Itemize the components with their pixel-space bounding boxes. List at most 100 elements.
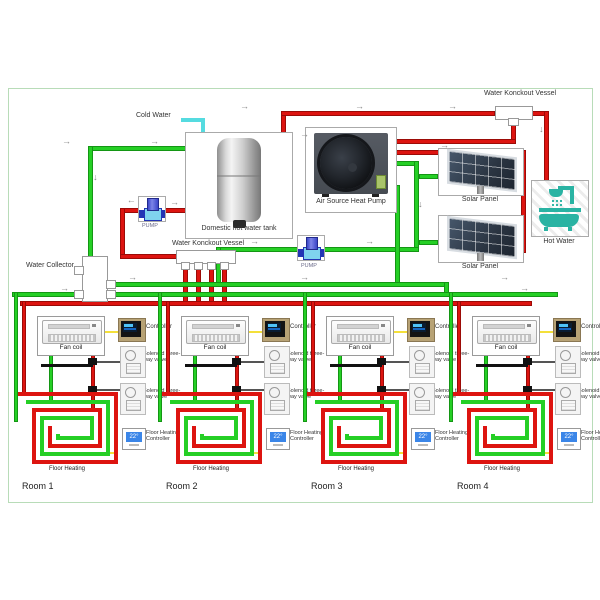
pipe-segment: [380, 354, 384, 412]
room-module: Fan coil Controller Solenoid three-way v…: [8, 0, 180, 502]
heat-pump-foot: [372, 194, 379, 197]
room-name-label: Room 3: [311, 481, 343, 491]
pipe-segment: [449, 292, 453, 422]
floor-heating-controller-label: Floor Heating Controller: [146, 430, 180, 442]
fan-coil-grille: [192, 334, 240, 342]
shower-drops-icon: [551, 199, 563, 207]
controller-screen: [267, 323, 281, 332]
pipe-segment: [247, 331, 262, 333]
controller-screen: [123, 323, 137, 332]
tub-foot: [568, 227, 572, 231]
fan-coil-vent: [483, 324, 525, 329]
fan-coil-unit: Fan coil: [472, 316, 540, 356]
fan-coil-vent: [48, 324, 90, 329]
pipe-segment: [544, 111, 549, 182]
controller-device: [553, 318, 581, 342]
solenoid-valve-image: [264, 346, 290, 378]
manifold-stub: [181, 262, 190, 270]
flow-arrow-icon: →: [127, 198, 136, 208]
shower-pipe-icon: [570, 186, 574, 204]
pipe-segment: [414, 161, 419, 251]
pipe-segment: [484, 354, 488, 404]
solenoid-valve-label: Solenoid three-way valve: [578, 351, 600, 363]
floor-heating-controller-label: Floor Heating Controller: [290, 430, 324, 442]
hot-water-label: Hot Water: [543, 238, 575, 245]
solar-panel-label: Solar Panel: [461, 196, 499, 203]
pipe-segment: [377, 386, 386, 393]
pipe-segment: [530, 361, 555, 363]
floor-heating-controller: 22°: [122, 428, 146, 450]
floor-heating-controller: 22°: [557, 428, 581, 450]
pipe-segment: [395, 139, 516, 144]
pipe-segment: [444, 282, 449, 296]
pipe-segment: [377, 358, 386, 365]
pipe-segment: [239, 389, 264, 391]
hot-water-fixture: [531, 180, 589, 237]
pipe-segment: [120, 254, 178, 259]
flow-arrow-icon: →: [170, 197, 179, 207]
solenoid-valve-label: Solenoid three-way valve: [578, 388, 600, 400]
tank-cylinder: [217, 138, 261, 222]
fan-coil-unit: Fan coil: [326, 316, 394, 356]
fan-coil-display: [527, 324, 531, 327]
floor-heating-label: Floor Heating: [48, 466, 86, 472]
fan-coil-display: [92, 324, 96, 327]
pipe-segment: [281, 111, 495, 116]
flow-arrow-icon: →: [440, 140, 449, 150]
pipe-segment: [248, 452, 262, 454]
pipe-segment: [104, 452, 118, 454]
pump-icon: [138, 196, 166, 222]
pump-flange: [160, 210, 165, 218]
collector-stub: [106, 290, 116, 299]
pipe-segment: [523, 386, 532, 393]
pipe-segment: [531, 111, 549, 116]
solenoid-valve-image: [264, 383, 290, 415]
room-module: Fan coil Controller Solenoid three-way v…: [152, 0, 324, 502]
pipe-segment: [419, 174, 438, 179]
thermostat-screen: 22°: [270, 432, 286, 442]
pump-flange: [139, 210, 144, 218]
pipe-segment: [419, 240, 438, 245]
controller-face: [410, 321, 430, 337]
pipe-segment: [181, 118, 205, 122]
water-collector: [82, 256, 108, 302]
collector-stub: [106, 280, 116, 289]
room-module: Fan coil Controller Solenoid three-way v…: [443, 0, 600, 502]
pipe-segment: [14, 292, 18, 422]
fan-coil-grille: [483, 334, 531, 342]
floor-heating-spiral: [307, 392, 407, 464]
thermostat-button: [129, 444, 139, 446]
pipe-segment: [88, 146, 186, 151]
manifold-stub: [220, 262, 229, 270]
pipe-segment: [526, 354, 530, 412]
pipe-segment: [521, 150, 526, 253]
pipe-segment: [232, 386, 241, 393]
floor-heating-spiral: [18, 392, 118, 464]
fan-coil-grille: [48, 334, 96, 342]
pipe-segment: [395, 185, 400, 284]
flow-arrow-icon: →: [355, 101, 364, 111]
fan-coil-unit: Fan coil: [37, 316, 105, 356]
thermostat-screen: 22°: [126, 432, 142, 442]
flow-arrow-icon: →: [240, 101, 249, 111]
energy-label-icon: [376, 175, 386, 189]
heat-pump: Air Source Heat Pump: [305, 127, 397, 213]
heat-pump-label: Air Source Heat Pump: [316, 198, 386, 205]
pipe-segment: [88, 386, 97, 393]
konckout-vessel-mid: [176, 250, 236, 264]
controller-device: [407, 318, 435, 342]
floor-heating-controller-label: Floor Heating Controller: [435, 430, 469, 442]
pipe-segment: [384, 389, 409, 391]
pipe-segment: [106, 282, 449, 287]
fan-coil-label: Fan coil: [494, 344, 518, 351]
pipe-segment: [91, 354, 95, 412]
hot-water-tank: Domestic hot water tank: [185, 132, 293, 239]
water-collector-label: Water Collector: [26, 262, 74, 269]
pipe-segment: [476, 364, 528, 367]
diagram-border: [8, 88, 593, 503]
flow-arrow-icon: →: [417, 200, 427, 209]
manifold-stub: [194, 262, 203, 270]
solenoid-valve-image: [555, 346, 581, 378]
flow-arrow-icon: →: [250, 236, 259, 246]
